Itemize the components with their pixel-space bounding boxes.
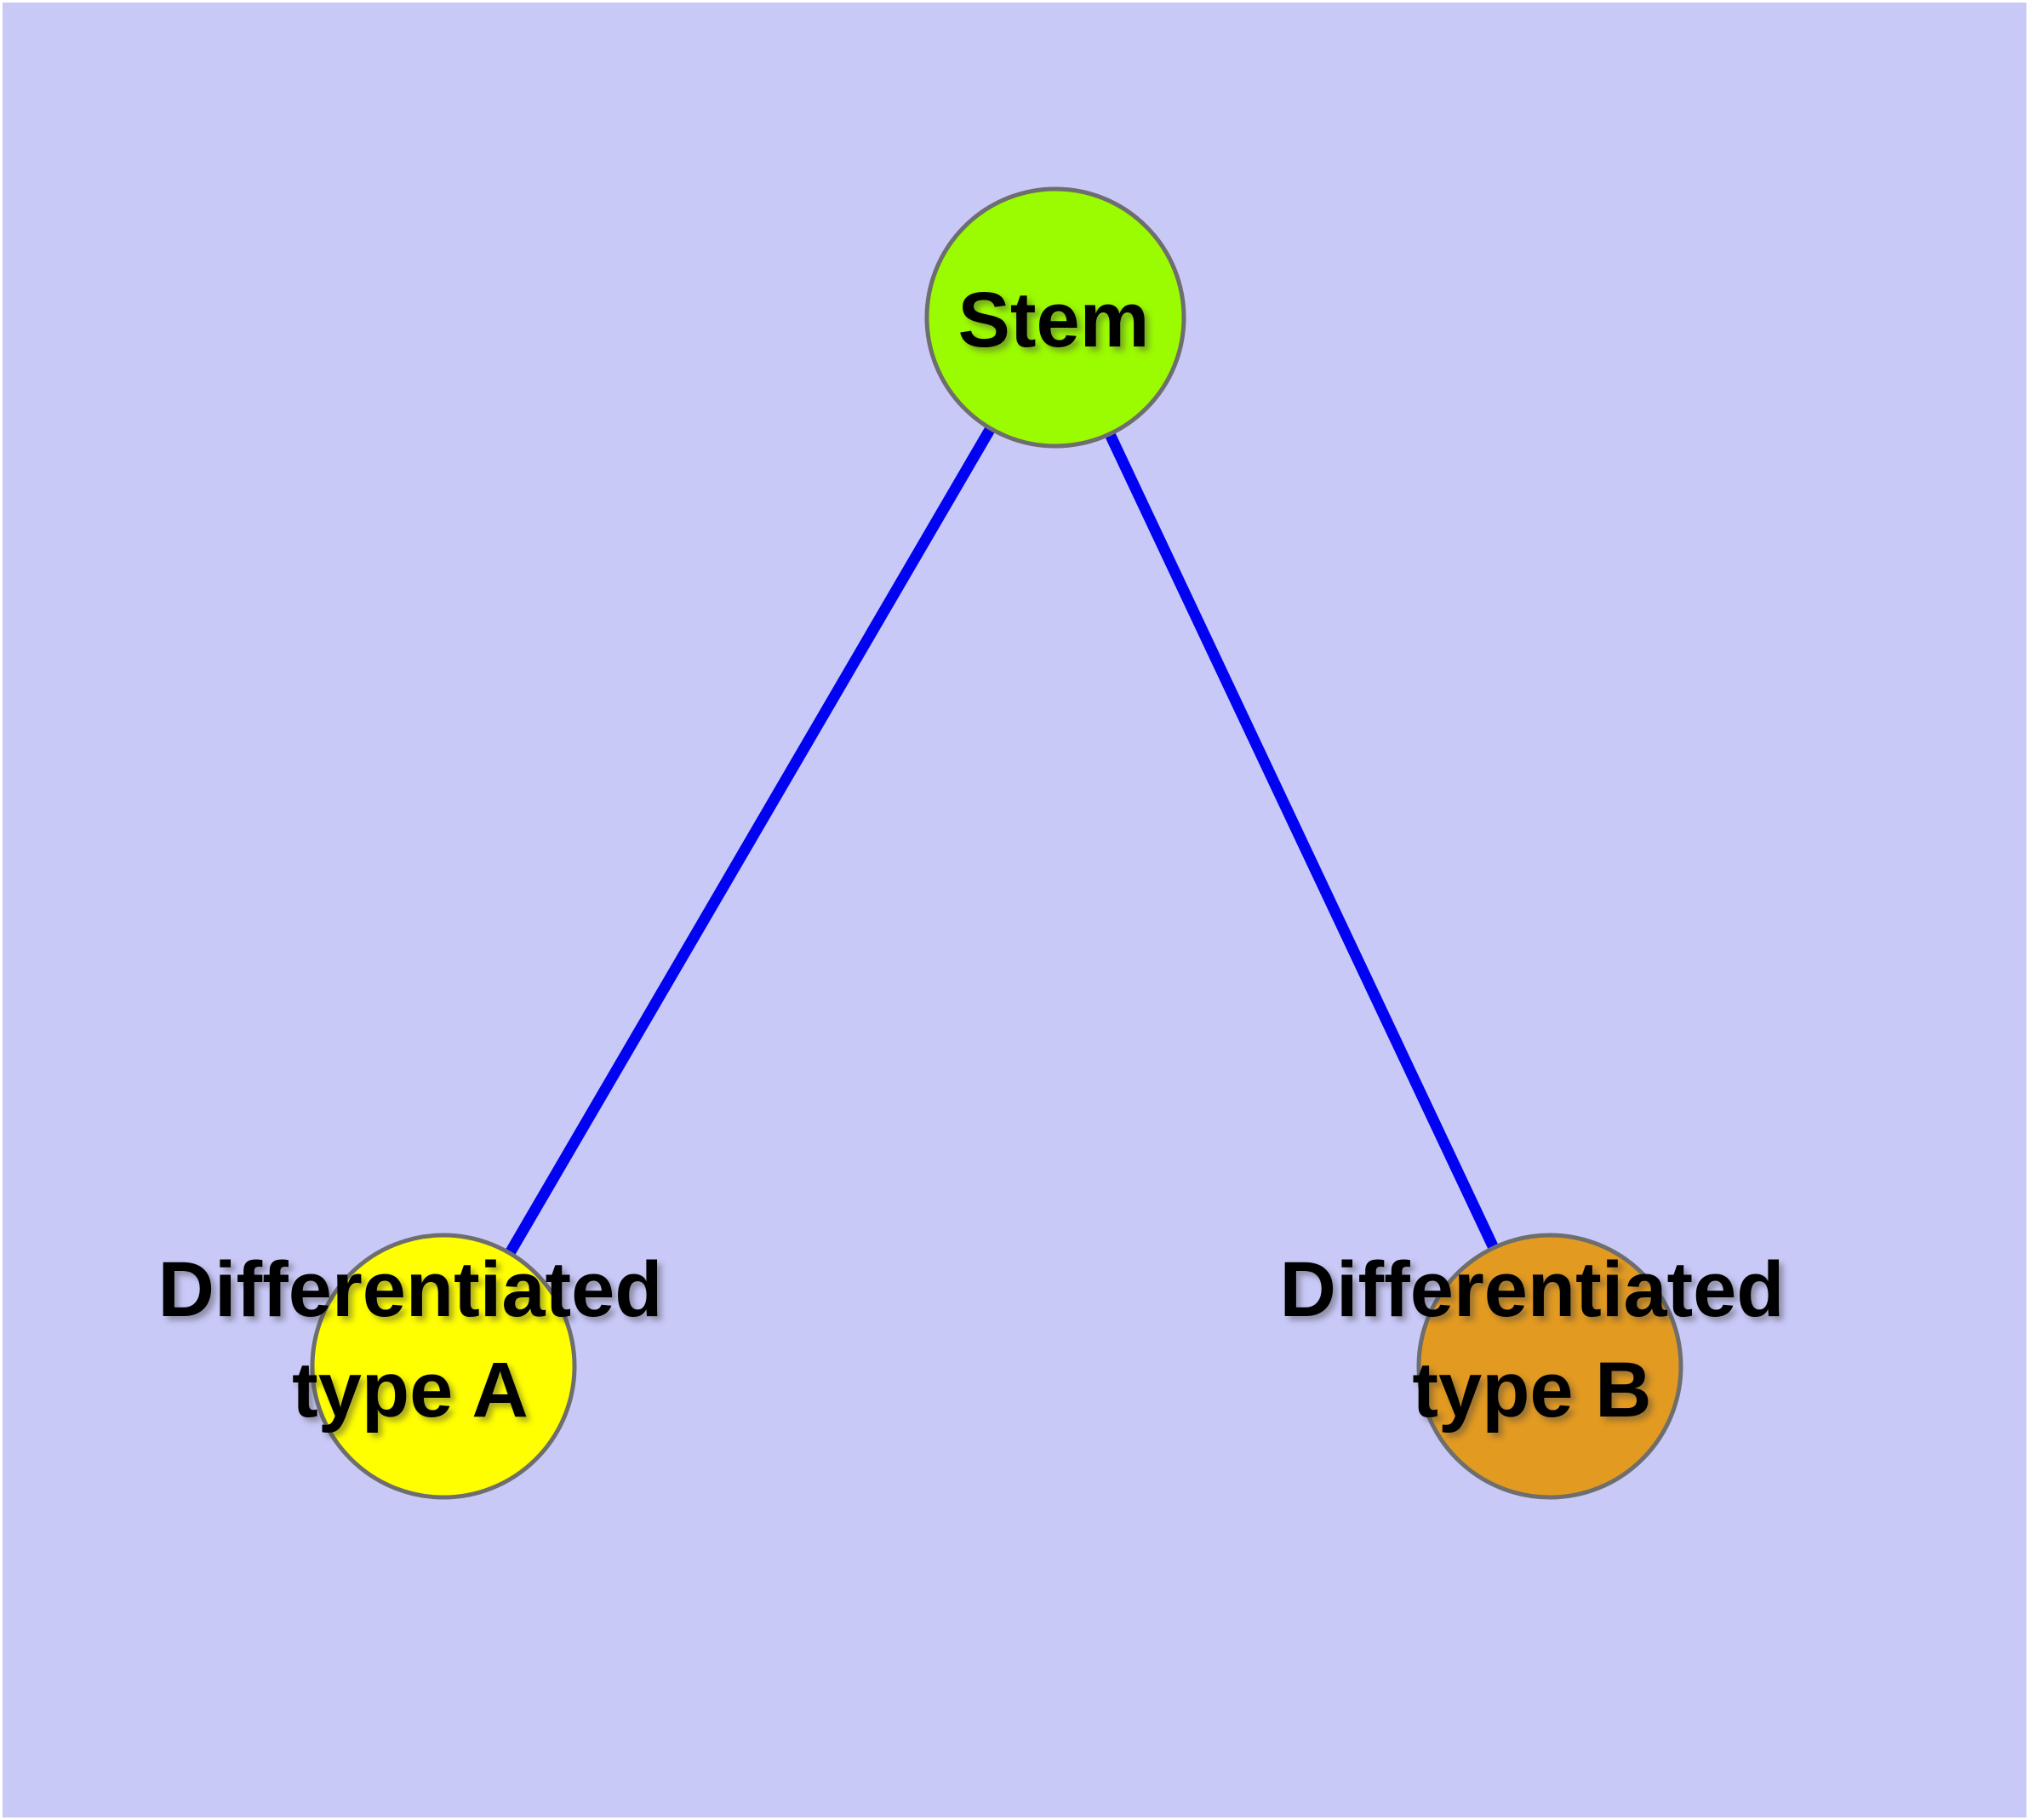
node-label-differentiated-type-b: Differentiated type B (1209, 1239, 1855, 1440)
type-a-label-line1: Differentiated (157, 1246, 663, 1333)
node-circle-stem (924, 186, 1186, 449)
type-b-label-line2: type B (1412, 1347, 1652, 1434)
edge-stem-to-type-b (1105, 432, 1499, 1251)
stem-label-text: Stem (957, 277, 1150, 363)
type-b-label-line1: Differentiated (1279, 1246, 1785, 1333)
edge-stem-to-type-a (505, 425, 996, 1256)
node-label-stem: Stem (730, 270, 1377, 370)
node-label-differentiated-type-a: Differentiated type A (87, 1239, 734, 1440)
node-circle-differentiated-type-b (1416, 1233, 1683, 1500)
type-a-label-line2: type A (292, 1347, 529, 1434)
node-circle-differentiated-type-a (310, 1233, 577, 1500)
